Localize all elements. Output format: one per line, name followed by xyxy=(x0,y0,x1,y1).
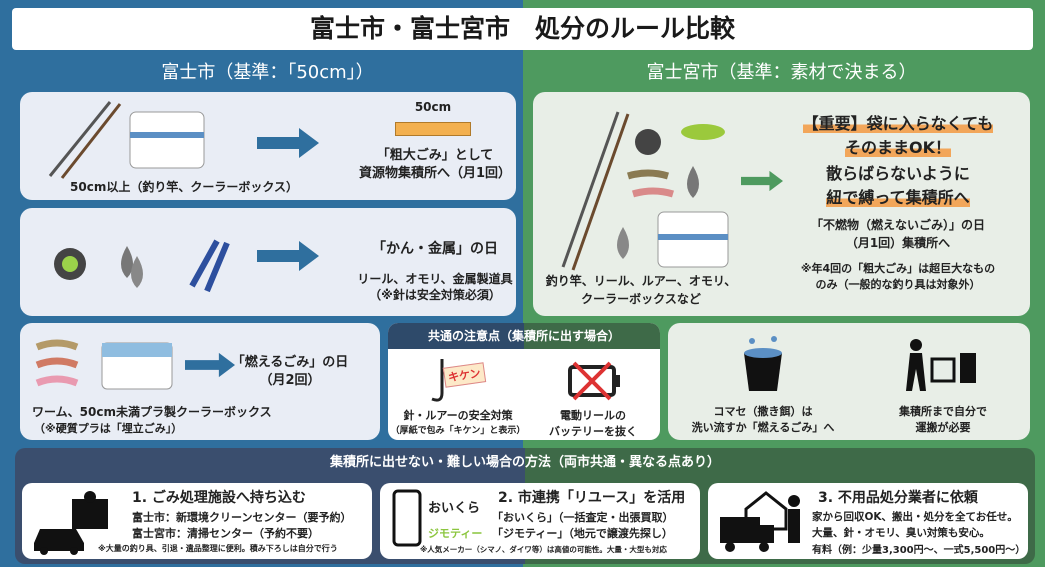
metal-items: リール、オモリ、金属製道具 xyxy=(357,272,513,286)
fuji-burnable-panel: 「燃えるごみ」の日 （月2回） ワーム、50cm未満プラ製クーラーボックス （※… xyxy=(20,323,380,440)
method-card-1: 1. ごみ処理施設へ持ち込む 富士市：新環境クリーンセンター（要予約） 富士宮市… xyxy=(22,483,372,559)
ruler-label: 50cm xyxy=(414,100,452,114)
arrow-icon xyxy=(741,170,783,192)
metal-note: （※針は安全対策必須） xyxy=(369,288,501,302)
gear-items-1: 釣り竿、リール、ルアー、オモリ、 xyxy=(545,274,737,288)
important-line-4: 紐で縛って集積所へ xyxy=(826,188,970,207)
truck-worker-icon xyxy=(720,491,800,552)
arrow-icon xyxy=(257,241,319,271)
arrow-icon xyxy=(185,352,235,378)
arrow-icon xyxy=(257,128,319,158)
important-line-2: そのままOK！ xyxy=(844,138,951,157)
jmty-logo: ジモティー xyxy=(428,527,483,540)
method-1-title: 1. ごみ処理施設へ持ち込む xyxy=(132,490,306,506)
oversize-note-1: ※年4回の「粗大ごみ」は超巨大なもの xyxy=(800,262,996,275)
method-1-line-1: 富士市：新環境クリーンセンター（要予約） xyxy=(132,511,352,524)
worm-cooler-icon xyxy=(35,339,173,390)
common-heading: 共通の注意点（集積所に出す場合） xyxy=(388,323,660,349)
smartphone-icon xyxy=(392,489,422,547)
nonburn-day-2: （月1回）集積所へ xyxy=(845,236,951,250)
burnable-items: ワーム、50cm未満プラ製クーラーボックス xyxy=(32,405,272,419)
rod-cooler-icon xyxy=(48,101,205,179)
fishing-gear-icon xyxy=(561,111,729,271)
hook-icon xyxy=(431,359,444,402)
page-title: 富士市・富士宮市 処分のルール比較 xyxy=(12,8,1033,50)
metal-result: 「かん・金属」の日 xyxy=(372,241,498,257)
large-items: 50cm以上（釣り竿、クーラーボックス） xyxy=(70,180,298,194)
method-3-note: 有料（例：少量3,300円～、一式5,500円～） xyxy=(812,545,1026,556)
common-notice-panel: 共通の注意点（集積所に出す場合） キケン 針・ルアーの安全対策 （厚紙で包み「キ… xyxy=(388,323,660,440)
bucket-icon xyxy=(744,336,782,391)
method-1-line-2: 富士宮市：清掃センター（予約不要） xyxy=(132,527,319,540)
oversize-note-2: のみ（一般的な釣り具は対象外） xyxy=(815,278,981,291)
method-card-2: おいくら ジモティー 2. 市連携「リユース」を活用 「おいくら」（一括査定・出… xyxy=(380,483,700,559)
method-card-3: 3. 不用品処分業者に依頼 家から回収OK、搬出・処分を全てお任せ。 大量、針・… xyxy=(708,483,1028,559)
fujinomiya-notes-panel: コマセ（撒き餌）は 洗い流すか「燃えるごみ」へ 集積所まで自分で 運搬が必要 xyxy=(668,323,1030,440)
method-2-line-2: 「ジモティー」（地元で譲渡先探し） xyxy=(492,527,673,540)
fujinomiya-heading: 富士宮市（基準：素材で決まる） xyxy=(646,62,917,83)
burnable-result-2: （月2回） xyxy=(259,373,321,388)
hook-text-1: 針・ルアーの安全対策 xyxy=(403,409,513,422)
method-2-note: ※人気メーカー（シマノ、ダイワ等）は高値の可能性。大量・大型も対応 xyxy=(420,545,667,554)
battery-crossed-icon xyxy=(568,361,620,401)
gear-items-2: クーラーボックスなど xyxy=(581,292,701,306)
facility-car-icon xyxy=(34,491,108,555)
important-line-3: 散らばらないように xyxy=(826,164,970,183)
fuji-metal-panel: 「かん・金属」の日 リール、オモリ、金属製道具 （※針は安全対策必須） xyxy=(20,208,516,316)
burnable-result-1: 「燃えるごみ」の日 xyxy=(231,355,349,370)
oikura-logo: おいくら xyxy=(428,501,481,516)
method-3-title: 3. 不用品処分業者に依頼 xyxy=(818,490,978,506)
large-result-1: 「粗大ごみ」として xyxy=(376,148,494,163)
fuji-heading: 富士市（基準：「50cm」） xyxy=(161,62,374,83)
methods-heading: 集積所に出せない・難しい場合の方法（両市共通・異なる点あり） xyxy=(329,455,720,470)
reel-sinker-pliers-icon xyxy=(54,239,230,293)
method-3-line-2: 大量、針・オモリ、臭い対策も安心。 xyxy=(812,527,990,539)
hook-text-2: （厚紙で包み「キケン」と表示） xyxy=(390,426,526,436)
komase-text-1: コマセ（撒き餌）は xyxy=(713,405,813,418)
fujinomiya-main-panel: 釣り竿、リール、ルアー、オモリ、 クーラーボックスなど 【重要】袋に入らなくても… xyxy=(533,92,1030,316)
person-cart-icon xyxy=(906,339,976,391)
carry-text-2: 運搬が必要 xyxy=(915,421,971,434)
carry-text-1: 集積所まで自分で xyxy=(899,405,987,418)
important-line-1: 【重要】袋に入らなくても xyxy=(802,114,994,133)
ruler-icon xyxy=(395,122,471,136)
battery-text-2: バッテリーを抜く xyxy=(549,425,637,438)
method-2-line-1: 「おいくら」（一括査定・出張買取） xyxy=(492,511,674,524)
fuji-large-panel: 50cm以上（釣り竿、クーラーボックス） 50cm 「粗大ごみ」として 資源物集… xyxy=(20,92,516,200)
nonburn-day-1: 「不燃物（燃えないごみ）」の日 xyxy=(810,218,985,232)
burnable-note: （※硬質プラは「埋立ごみ」） xyxy=(34,422,183,435)
method-2-title: 2. 市連携「リユース」を活用 xyxy=(498,490,686,506)
method-3-line-1: 家から回収OK、搬出・処分を全てお任せ。 xyxy=(812,511,1018,523)
large-result-2: 資源物集積所へ（月1回） xyxy=(358,166,512,181)
komase-text-2: 洗い流すか「燃えるごみ」へ xyxy=(691,421,835,434)
method-1-note: ※大量の釣り具、引退・遺品整理に便利。積み下ろしは自分で行う xyxy=(98,544,338,553)
battery-text-1: 電動リールの xyxy=(560,409,626,422)
